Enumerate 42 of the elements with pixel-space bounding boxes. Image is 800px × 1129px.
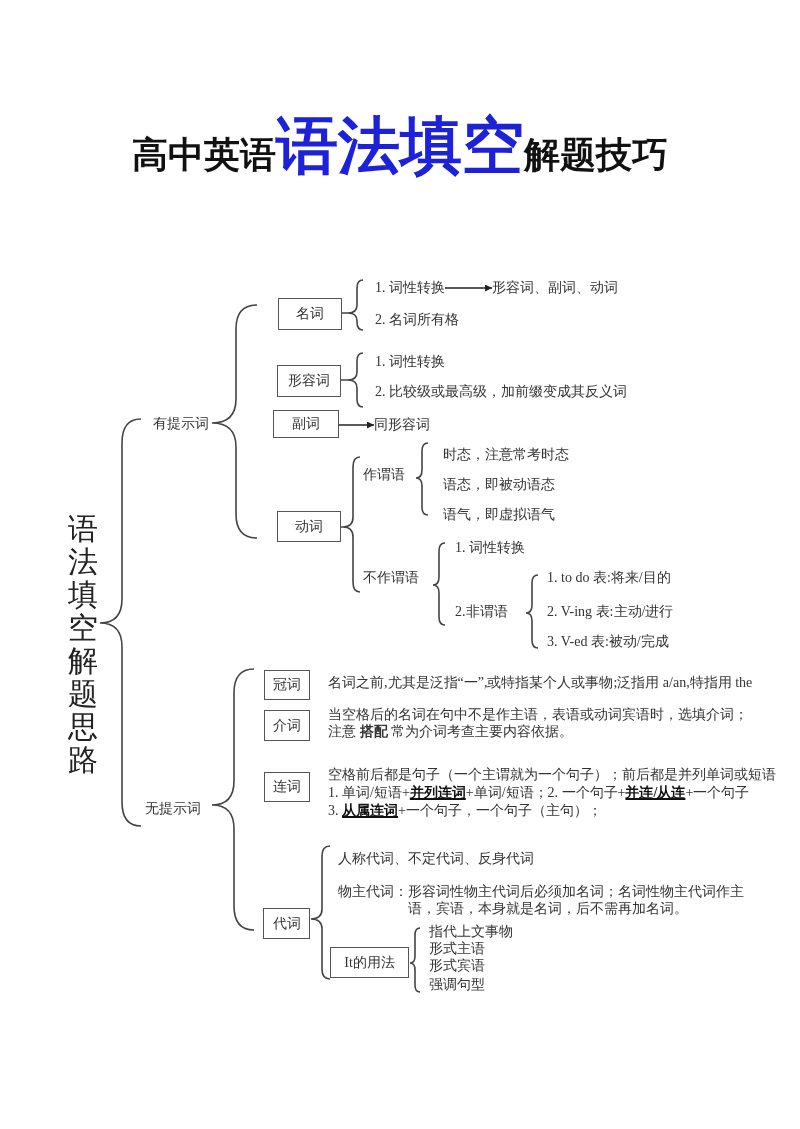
item-text: 时态，注意常考时态 xyxy=(443,446,569,464)
term-box: 形容词 xyxy=(277,365,341,397)
item-text: 指代上文事物 xyxy=(429,923,513,941)
item-text: 1. 词性转换 xyxy=(375,353,445,371)
item-text: 1. 词性转换 xyxy=(375,279,445,297)
item-text: 3. 从属连词+一个句子，一个句子（主句）； xyxy=(328,802,602,820)
item-text: 3. V-ed 表:被动/完成 xyxy=(547,633,669,651)
term-box: 名词 xyxy=(278,298,342,330)
vertical-heading: 语法填空解题思路 xyxy=(68,512,98,776)
item-text: 同形容词 xyxy=(374,416,430,434)
item-text: 强调句型 xyxy=(429,976,485,994)
item-text: 形式宾语 xyxy=(429,957,485,975)
term-box: 副词 xyxy=(273,410,339,438)
item-text: 当空格后的名词在句中不是作主语，表语或动词宾语时，选填介词；注意 搭配 常为介词考查主要内容依据。 xyxy=(328,706,749,740)
item-text: 1. to do 表:将来/目的 xyxy=(547,569,671,587)
title: 高中英语语法填空解题技巧 xyxy=(132,108,668,184)
item-text: 2. 名词所有格 xyxy=(375,311,459,329)
branch-label: 无提示词 xyxy=(145,800,201,818)
term-box: 代词 xyxy=(263,908,310,939)
arrow xyxy=(444,284,493,292)
item-text: 语气，即虚拟语气 xyxy=(443,506,555,524)
item-text: 作谓语 xyxy=(363,466,405,484)
term-box: 介词 xyxy=(264,710,310,741)
item-text: 语态，即被动语态 xyxy=(443,476,555,494)
item-text: 空格前后都是句子（一个主谓就为一个句子）；前后都是并列单词或短语 xyxy=(328,766,776,784)
item-text: 人称代词、不定代词、反身代词 xyxy=(338,850,534,868)
item-text: 1. 单词/短语+并列连词+单词/短语；2. 一个句子+并连/从连+一个句子 xyxy=(328,784,750,802)
item-text: 形式主语 xyxy=(429,940,485,958)
term-box: 连词 xyxy=(264,772,310,802)
item-text: 2.非谓语 xyxy=(455,603,508,621)
arrow xyxy=(338,421,375,429)
item-text: 名词之前,尤其是泛指“一”,或特指某个人或事物;泛指用 a/an,特指用 the xyxy=(328,674,753,692)
term-box: 动词 xyxy=(277,511,341,542)
branch-label: 有提示词 xyxy=(153,415,209,433)
item-text: 2. V-ing 表:主动/进行 xyxy=(547,603,674,621)
item-text: 物主代词：形容词性物主代词后必须加名词；名词性物主代词作主语，宾语，本身就是名词，后不需再加名词。 xyxy=(338,883,745,917)
item-text: 1. 词性转换 xyxy=(455,539,525,557)
term-box: 冠词 xyxy=(264,670,310,700)
item-text: 形容词、副词、动词 xyxy=(492,279,618,297)
item-text: 不作谓语 xyxy=(363,569,419,587)
item-text: 2. 比较级或最高级，加前缀变成其反义词 xyxy=(375,383,627,401)
term-box: It的用法 xyxy=(330,947,409,978)
